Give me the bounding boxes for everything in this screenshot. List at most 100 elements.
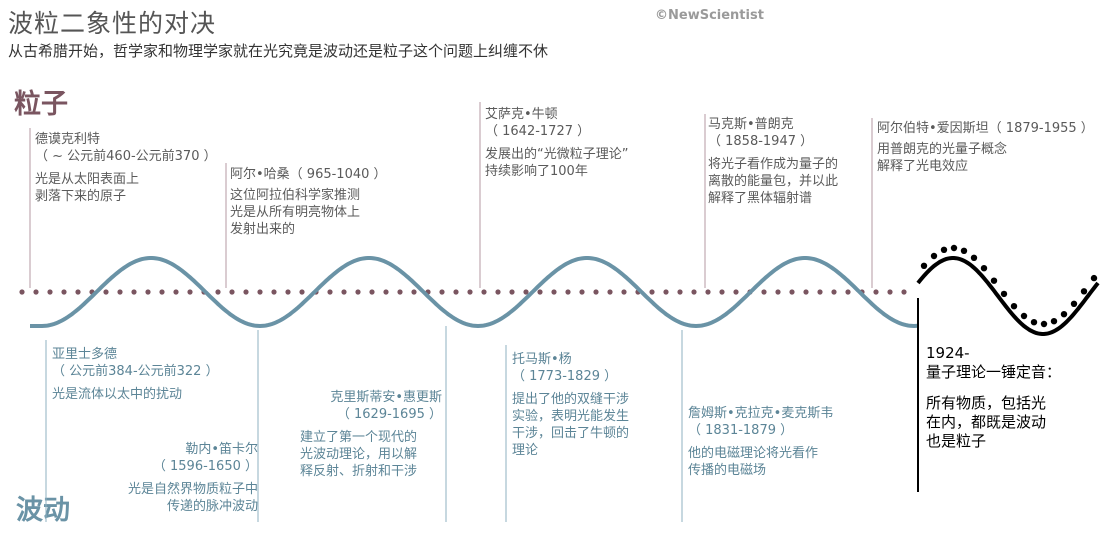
event-name: 托马斯•杨 xyxy=(512,352,572,367)
particle-dot xyxy=(159,289,165,295)
event-name: 阿尔•哈桑（ 965-1040 ） xyxy=(230,167,387,182)
particle-dot xyxy=(187,289,193,295)
particle-dot xyxy=(117,289,123,295)
particle-dot xyxy=(817,289,823,295)
final-particle-dot xyxy=(980,265,988,272)
particle-dot xyxy=(719,289,725,295)
particle-dot xyxy=(229,289,235,295)
particle-dot xyxy=(173,289,179,295)
particle-dot xyxy=(901,289,907,295)
particle-dot xyxy=(271,289,277,295)
particle-dot xyxy=(621,289,627,295)
final-particle-dot xyxy=(930,252,938,260)
particle-dot xyxy=(887,289,893,295)
final-wave-curve xyxy=(916,256,1100,336)
particle-dot xyxy=(789,289,795,295)
event-desc: 这位阿拉伯科学家推测 光是从所有明亮物体上 发射出来的 xyxy=(230,188,361,237)
event-desc: 光是从太阳表面上 剥落下来的原子 xyxy=(35,172,140,204)
particle-label: 粒子 xyxy=(14,89,68,120)
particle-dot xyxy=(579,289,585,295)
final-particle-dot xyxy=(1020,312,1028,320)
final-particle-dot xyxy=(1070,300,1078,307)
particle-dot xyxy=(831,289,837,295)
event-years: （ ~ 公元前460-公元前370 ） xyxy=(35,149,217,164)
particle-dot xyxy=(733,289,739,295)
particle-dot xyxy=(145,289,151,295)
particle-dot xyxy=(467,289,473,295)
particle-event-planck: 马克斯•普朗克 （ 1858-1947 ） 将光子看作成为量子的 离散的能量包，… xyxy=(708,116,838,207)
event-name: 勒内•笛卡尔 xyxy=(185,442,258,457)
event-desc: 将光子看作成为量子的 离散的能量包，并以此 解释了黑体辐射谱 xyxy=(708,157,839,206)
wave-event-young: 托马斯•杨 （ 1773-1829 ） 提出了他的双缝干涉 实验，表明光能发生 … xyxy=(512,351,629,459)
particle-dot xyxy=(677,289,683,295)
final-particle-dot xyxy=(970,254,978,261)
particle-dot xyxy=(131,289,137,295)
event-years: （ 公元前384-公元前322 ） xyxy=(52,364,219,379)
wave-curve xyxy=(30,256,919,329)
event-years: （ 1858-1947 ） xyxy=(708,134,814,149)
event-years: （ 1773-1829 ） xyxy=(512,369,618,384)
event-name: 亚里士多德 xyxy=(52,347,118,362)
particle-dotted-line xyxy=(19,289,907,295)
page-title: 波粒二象性的对决 xyxy=(8,9,217,38)
particle-dot xyxy=(509,289,515,295)
particle-dot xyxy=(873,289,879,295)
particle-dot xyxy=(481,289,487,295)
event-years: （ 1596-1650 ） xyxy=(152,459,258,474)
final-particle-dot xyxy=(1080,288,1088,295)
wave-label: 波动 xyxy=(16,495,70,526)
particle-event-einstein: 阿尔伯特•爱因斯坦（ 1879-1955 ） 用普朗克的光量子概念 解释了光电效… xyxy=(877,120,1094,175)
particle-dot xyxy=(257,289,263,295)
particle-dot xyxy=(355,289,361,295)
particle-dot xyxy=(453,289,459,295)
particle-dot xyxy=(495,289,501,295)
event-name: 阿尔伯特•爱因斯坦（ 1879-1955 ） xyxy=(877,121,1094,136)
particle-dot xyxy=(551,289,557,295)
event-desc: 建立了第一个现代的 光波动理论，用以解 释反射、折射和干涉 xyxy=(300,430,418,479)
conclusion-year: 1924- xyxy=(926,344,970,362)
final-particle-dot xyxy=(940,246,948,253)
final-particle-dot xyxy=(960,247,968,254)
credit-logo: ©NewScientist xyxy=(655,8,764,23)
particle-event-newton: 艾萨克•牛顿 （ 1642-1727 ） 发展出的“光微粒子理论” 持续影响了1… xyxy=(485,106,628,180)
event-years: （ 1629-1695 ） xyxy=(336,407,442,422)
conclusion-box: 1924- 量子理论一锤定音： 所有物质，包括光 在内，都既是波动 也是粒子 xyxy=(926,344,1061,451)
event-name: 德谟克利特 xyxy=(35,132,101,147)
particle-dot xyxy=(75,289,81,295)
event-desc: 光是自然界物质粒子中 传递的脉冲波动 xyxy=(127,482,258,514)
particle-dot xyxy=(299,289,305,295)
particle-dot xyxy=(327,289,333,295)
particle-event-democritus: 德谟克利特 （ ~ 公元前460-公元前370 ） 光是从太阳表面上 剥落下来的… xyxy=(35,131,217,205)
particle-dot xyxy=(649,289,655,295)
final-particle-dot xyxy=(1030,319,1038,326)
particle-dot xyxy=(691,289,697,295)
event-desc: 用普朗克的光量子概念 解释了光电效应 xyxy=(877,142,1008,174)
event-years: （ 1831-1879 ） xyxy=(688,423,794,438)
particle-dot xyxy=(215,289,221,295)
particle-dot xyxy=(803,289,809,295)
final-particle-dot xyxy=(1010,303,1018,310)
wave-event-huygens: 克里斯蒂安•惠更斯 （ 1629-1695 ） 建立了第一个现代的 光波动理论，… xyxy=(300,389,442,480)
final-particle-dots xyxy=(920,244,1098,328)
event-name: 艾萨克•牛顿 xyxy=(485,107,558,122)
particle-dot xyxy=(565,289,571,295)
final-particle-dot xyxy=(1000,290,1008,298)
final-particle-dot xyxy=(1040,320,1048,328)
particle-dot xyxy=(439,289,445,295)
conclusion-title: 量子理论一锤定音： xyxy=(926,363,1062,381)
particle-dot xyxy=(341,289,347,295)
final-particle-dot xyxy=(920,262,928,269)
particle-dot xyxy=(369,289,375,295)
event-desc: 他的电磁理论将光看作 传播的电磁场 xyxy=(688,446,819,478)
event-desc: 光是流体以太中的扰动 xyxy=(52,387,183,402)
particle-dot xyxy=(243,289,249,295)
event-name: 克里斯蒂安•惠更斯 xyxy=(330,390,442,405)
final-particle-dot xyxy=(1050,318,1058,325)
event-years: （ 1642-1727 ） xyxy=(485,124,591,139)
particle-dot xyxy=(47,289,53,295)
particle-dot xyxy=(607,289,613,295)
event-desc: 发展出的“光微粒子理论” 持续影响了100年 xyxy=(485,147,629,179)
final-particle-dot xyxy=(990,277,998,284)
event-name: 马克斯•普朗克 xyxy=(708,117,794,132)
